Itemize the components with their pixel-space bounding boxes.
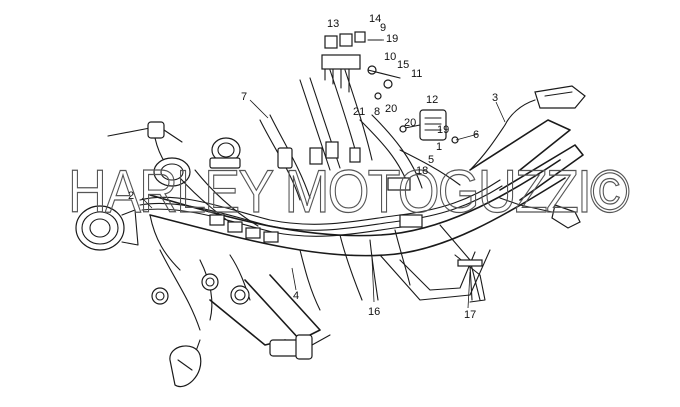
callout-1: 1 <box>436 141 442 153</box>
headlight <box>75 205 139 251</box>
callout-18: 18 <box>416 165 428 177</box>
callout-12: 12 <box>426 94 438 106</box>
regulator <box>399 109 459 144</box>
callout-15: 15 <box>397 59 409 71</box>
speed-sensor <box>457 259 483 301</box>
handlebar-switch <box>107 121 183 181</box>
callout-3: 3 <box>492 92 498 104</box>
callout-11: 11 <box>411 68 422 80</box>
callout-13: 13 <box>327 18 339 30</box>
callout-16: 16 <box>368 306 380 318</box>
callout-21: 21 <box>353 106 365 118</box>
callout-20a: 20 <box>385 103 397 115</box>
callout-19b: 19 <box>437 124 449 136</box>
callout-20b: 20 <box>404 117 416 129</box>
callout-5: 5 <box>428 154 434 166</box>
callout-17: 17 <box>464 309 476 321</box>
callout-7: 7 <box>241 91 247 103</box>
callout-4: 4 <box>293 290 299 302</box>
callout-2: 2 <box>128 190 134 202</box>
relay-fuse-box <box>321 31 401 100</box>
callout-8: 8 <box>374 106 380 118</box>
leader-lines <box>141 39 506 309</box>
callout-14: 14 <box>369 13 381 25</box>
callout-9: 9 <box>380 22 386 34</box>
callout-6: 6 <box>473 129 479 141</box>
callouts: 1 2 3 4 5 6 7 8 9 10 11 12 13 14 15 16 1… <box>128 13 498 321</box>
callout-19a: 19 <box>386 33 398 45</box>
horn <box>169 345 202 388</box>
callout-10: 10 <box>384 51 396 63</box>
tail-light <box>469 85 586 171</box>
rear-indicator <box>499 197 581 229</box>
ignition-coil <box>269 334 331 360</box>
warning-lights <box>151 273 250 305</box>
connector-blocks <box>209 141 423 243</box>
watermark: HARLEY MOTOGUZZI© <box>68 158 630 225</box>
